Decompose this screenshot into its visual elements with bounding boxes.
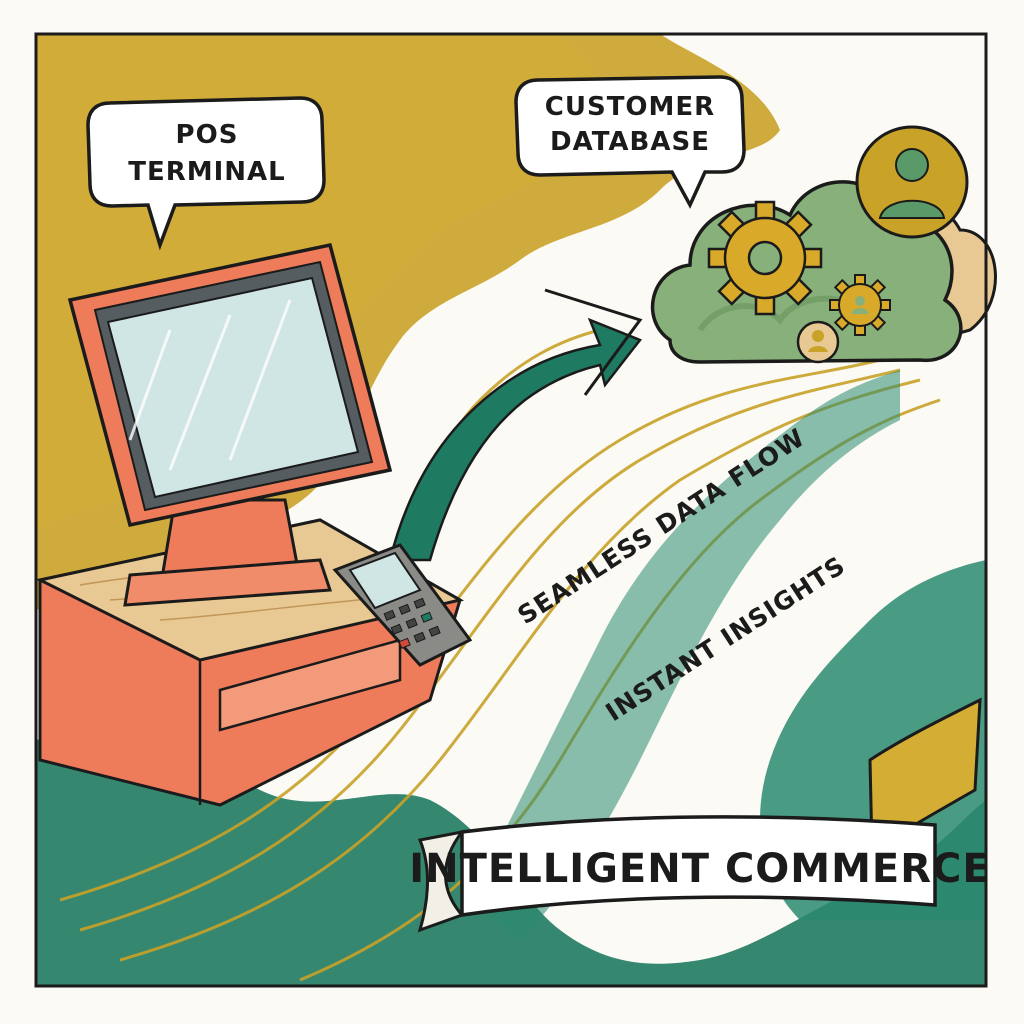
pos-speech-bubble: POS TERMINAL — [86, 96, 326, 251]
frame-border — [34, 32, 988, 988]
teal-wash-bottom — [36, 734, 986, 986]
cloud-database-icon — [650, 125, 997, 364]
banner-text: INTELLIGENT COMMERCE — [409, 846, 990, 892]
user-icon — [855, 125, 969, 239]
flow-band — [470, 370, 900, 940]
gear-icon — [707, 200, 823, 316]
pos-bubble-line2: TERMINAL — [128, 157, 286, 187]
arrow-icon — [388, 288, 643, 562]
card-reader-icon — [332, 543, 473, 667]
database-bubble-line1: CUSTOMER — [545, 92, 715, 122]
pos-bubble-line1: POS — [176, 120, 239, 150]
database-speech-bubble: CUSTOMER DATABASE — [514, 75, 746, 209]
ribbon-banner: INTELLIGENT COMMERCE — [409, 697, 990, 933]
gear-icon-small — [829, 274, 891, 336]
user-icon-small — [796, 320, 840, 364]
pos-terminal-icon — [35, 242, 465, 807]
database-bubble-line2: DATABASE — [550, 127, 710, 157]
